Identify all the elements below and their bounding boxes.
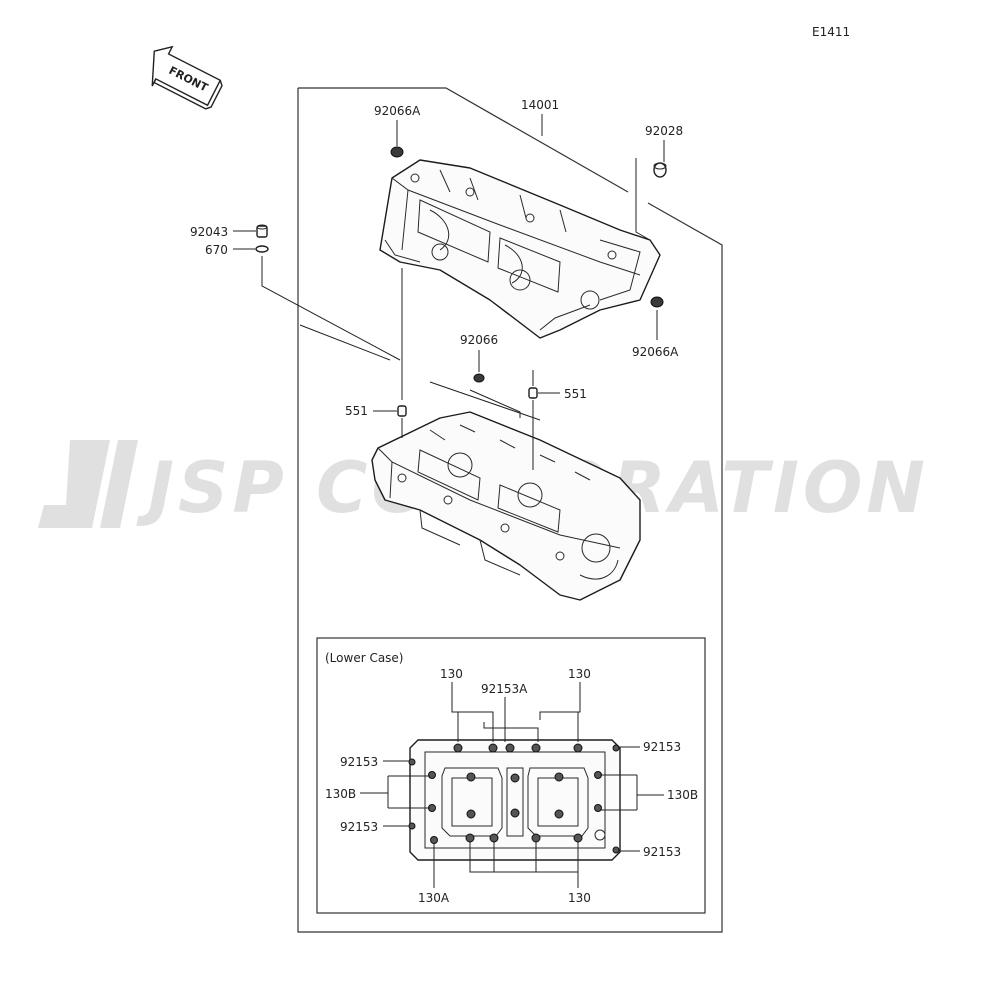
- label-551-right: 551: [564, 387, 587, 401]
- label-92153-right-top: 92153: [643, 740, 681, 754]
- cap-92066: [473, 373, 485, 383]
- leader-130-top-right: [539, 682, 581, 742]
- cap-92066a-upper: [390, 146, 404, 158]
- leader-case-axis-5: [635, 158, 651, 241]
- leader-130b-right: [600, 774, 664, 811]
- lower-crankcase: [371, 411, 641, 601]
- label-92153-left-top: 92153: [340, 755, 378, 769]
- assembly-frame: [297, 87, 723, 933]
- o-ring-670: [255, 245, 269, 253]
- label-670: 670: [205, 243, 228, 257]
- label-130-top-left: 130: [440, 667, 463, 681]
- lower-case-title: (Lower Case): [325, 651, 404, 665]
- label-130-top-right: 130: [568, 667, 591, 681]
- watermark-logo-mark-2: [100, 440, 138, 528]
- front-arrow-icon: FRONT: [151, 45, 223, 110]
- label-130a: 130A: [418, 891, 450, 905]
- leader-case-axis-4: [469, 389, 521, 418]
- leader-case-axis-1: [299, 324, 541, 421]
- label-551-left: 551: [345, 404, 368, 418]
- plug-92043: [256, 224, 268, 238]
- leader-130b-left: [360, 775, 430, 809]
- leader-o-ring-to-case: [261, 256, 401, 361]
- dowel-551-right: [528, 387, 538, 399]
- cap-92028: [653, 162, 667, 178]
- label-92066a-right: 92066A: [632, 345, 679, 359]
- watermark-logo-mark: [38, 440, 110, 528]
- label-92066: 92066: [460, 333, 498, 347]
- cap-92066a-right: [650, 296, 664, 308]
- label-92153-left-bottom: 92153: [340, 820, 378, 834]
- label-92043: 92043: [190, 225, 228, 239]
- leader-92153a: [483, 697, 539, 742]
- leader-130-top-left: [451, 682, 494, 742]
- diagram-code: E1411: [812, 25, 850, 39]
- upper-crankcase: [379, 159, 661, 339]
- lower-case-frame: [316, 637, 706, 914]
- label-92153-right-bottom: 92153: [643, 845, 681, 859]
- dowel-551-left: [397, 405, 407, 417]
- leader-130-bottom: [469, 842, 579, 888]
- label-92028: 92028: [645, 124, 683, 138]
- label-92153a: 92153A: [481, 682, 528, 696]
- label-14001: 14001: [521, 98, 559, 112]
- label-130b-right: 130B: [667, 788, 698, 802]
- lower-case-bottom-view: [408, 739, 621, 861]
- label-130b-left: 130B: [325, 787, 356, 801]
- label-130-bottom: 130: [568, 891, 591, 905]
- label-92066a-upper: 92066A: [374, 104, 421, 118]
